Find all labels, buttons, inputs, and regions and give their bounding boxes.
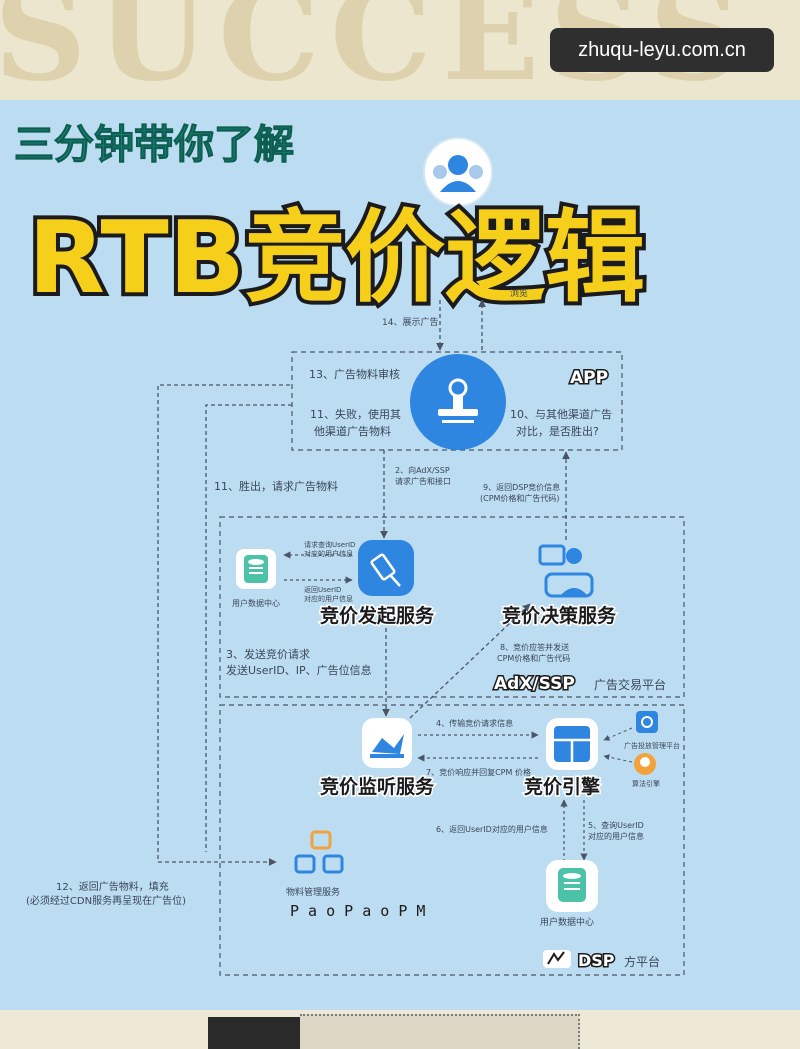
database-icon-dsp — [546, 860, 598, 912]
step-11-fail-line2: 他渠道广告物料 — [314, 424, 391, 438]
step-14: 14、展示广告 — [382, 316, 438, 328]
step-8-line1: 8、竞价应答并发送 — [500, 642, 569, 652]
main-title: RTB竞价逻辑 — [28, 199, 645, 316]
app-box — [291, 351, 623, 451]
return-user-line2: 对应的用户信息 — [304, 594, 353, 603]
step-2-line1: 2、向AdX/SSP — [395, 465, 450, 475]
bid-listen-label: 竞价监听服务 — [320, 775, 435, 798]
adx-box — [219, 516, 685, 698]
user-icon — [423, 137, 493, 207]
step-11-win: 11、胜出，请求广告物料 — [214, 479, 338, 493]
engine-icon — [546, 718, 598, 770]
step-10-line1: 10、与其他渠道广告 — [510, 407, 612, 421]
step-12-line2: (必须经过CDN服务再呈现在广告位) — [26, 894, 186, 907]
step-5-line1: 5、查询UserID — [588, 820, 644, 830]
algo-icon — [634, 753, 656, 775]
arrow-ad-delivery — [603, 727, 633, 741]
subtitle: 三分钟带你了解 — [14, 122, 294, 168]
algo-label: 算法引擎 — [632, 779, 660, 788]
step-9-line2: (CPM价格和广告代码) — [480, 493, 560, 503]
user-data-adx-label: 用户数据中心 — [232, 598, 280, 608]
step-9-line1: 9、返回DSP竞价信息 — [483, 482, 560, 492]
adx-suffix: 广告交易平台 — [594, 677, 666, 692]
step-10-line2: 对比，是否胜出? — [516, 424, 599, 438]
step-4: 4、传输竞价请求信息 — [436, 718, 513, 728]
step-5-line2: 对应的用户信息 — [588, 831, 644, 841]
user-data-dsp-label: 用户数据中心 — [540, 916, 594, 928]
bottom-dark-block — [208, 1017, 300, 1049]
decision-icon — [538, 544, 594, 598]
arrow-algo — [603, 754, 633, 763]
top-label: 浏览 — [510, 287, 528, 299]
step-2-line2: 请求广告和接口 — [395, 476, 451, 486]
listener-icon — [362, 718, 412, 768]
bid-start-label: 竞价发起服务 — [320, 604, 435, 627]
paopao-signature: P a o P a o P M — [290, 902, 425, 920]
bottom-dashed-block — [300, 1014, 580, 1049]
bid-engine-label: 竞价引擎 — [524, 775, 600, 798]
query-user-line1: 请求查询UserID — [304, 540, 355, 549]
step-13: 13、广告物料审核 — [309, 367, 400, 381]
material-mgmt-label: 物料管理服务 — [286, 886, 340, 898]
step-11-fail-line1: 11、失败，使用其 — [310, 407, 401, 421]
bid-start-icon — [358, 540, 414, 596]
step-7: 7、竞价响应并回复CPM 价格 — [426, 767, 531, 777]
dsp-label: DSP — [578, 951, 615, 970]
return-user-line1: 返回UserID — [304, 586, 341, 594]
step-3-line1: 3、发送竞价请求 — [226, 647, 310, 661]
dsp-suffix: 方平台 — [624, 954, 660, 969]
step-6: 6、返回UserID对应的用户信息 — [436, 824, 548, 834]
step-3-line2: 发送UserID、IP、广告位信息 — [226, 663, 372, 677]
dsp-logo-icon — [543, 950, 571, 968]
dsp-box — [219, 704, 685, 976]
arrow-step-12 — [157, 384, 290, 866]
material-icon — [294, 830, 344, 874]
database-icon — [236, 549, 276, 589]
step-12-line1: 12、返回广告物料，填充 — [56, 880, 169, 893]
watermark-badge: zhuqu-leyu.com.cn — [550, 28, 774, 72]
app-label: APP — [570, 368, 608, 388]
adx-label: AdX/SSP — [494, 674, 575, 694]
stamp-icon — [410, 354, 506, 450]
arrow-step-11-win — [205, 404, 292, 852]
bid-decision-label: 竞价决策服务 — [502, 604, 617, 627]
step-8-line2: CPM价格和广告代码 — [497, 653, 570, 663]
query-user-line2: 对应的用户信息 — [304, 549, 353, 558]
ad-delivery-label: 广告投放管理平台 — [624, 741, 680, 750]
ad-delivery-icon — [636, 711, 658, 733]
